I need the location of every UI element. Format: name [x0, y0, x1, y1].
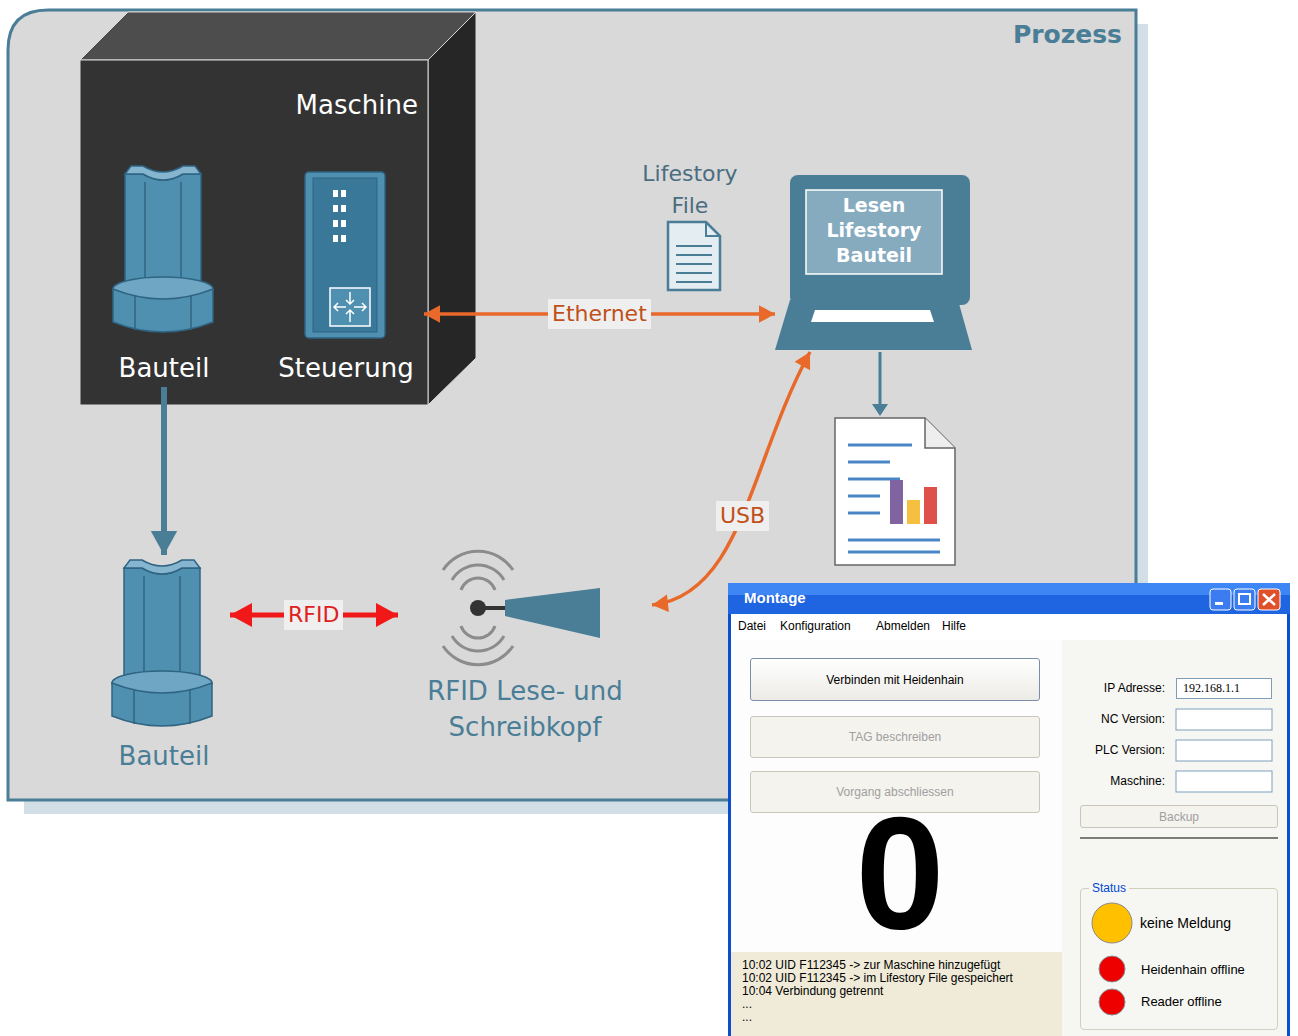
ui-text: Reader offline	[1141, 994, 1222, 1009]
node-text: Backup	[1159, 810, 1199, 824]
ui-text: ...	[742, 1011, 752, 1024]
arrowhead	[759, 305, 775, 323]
file-label: Lifestory File	[640, 158, 740, 222]
arrowhead	[151, 531, 177, 555]
ui-text: 10:02 UID F112345 -> zur Maschine hinzug…	[742, 959, 1000, 972]
node-text: Steuerung	[278, 353, 413, 383]
connector-label: Ethernet	[548, 299, 651, 329]
app-window: MontageVerbinden mit HeidenhainTAG besch…	[728, 583, 1290, 1036]
machine-box: MaschineBauteil Steuerung	[80, 60, 428, 405]
file-icon	[668, 222, 720, 290]
connector-label: USB	[716, 501, 769, 531]
node-text: Maschine	[296, 90, 418, 120]
arrowhead	[376, 603, 398, 627]
button: TAG beschreiben	[750, 716, 1040, 758]
arrowhead	[424, 305, 440, 323]
laptop-icon	[775, 175, 972, 350]
output-arrowhead	[872, 404, 888, 416]
connector	[151, 387, 177, 555]
ui-text: IP Adresse:	[1104, 681, 1165, 695]
ui-text: ...	[742, 998, 752, 1011]
part-icon	[113, 166, 213, 364]
node-text: Montage	[744, 589, 1290, 606]
laptop-node: Lesen Lifestory Bauteil	[775, 175, 973, 352]
rfid-reader-icon	[443, 551, 600, 665]
node-text: Prozess	[1013, 20, 1122, 49]
ui-text: 10:04 Verbindung getrennt	[742, 985, 883, 998]
report-icon	[835, 418, 955, 565]
node-text: Lesen Lifestory Bauteil	[808, 193, 940, 268]
ui-text: Heidenhain offline	[1141, 962, 1245, 977]
ui-text: Datei	[738, 619, 766, 633]
arrowhead	[795, 352, 810, 370]
button: Backup	[1080, 805, 1278, 828]
arrowhead	[652, 594, 669, 611]
text-input: 192.168.1.1	[1176, 678, 1272, 699]
node-text: Bauteil	[119, 353, 210, 383]
connector	[652, 352, 810, 612]
part-node: Bauteil	[98, 555, 230, 773]
node-text: TAG beschreiben	[849, 730, 942, 744]
ui-text: Konfiguration	[780, 619, 851, 633]
machine-housing	[80, 12, 476, 405]
ui-text: PLC Version:	[1095, 743, 1165, 757]
controller-node: Steuerung	[268, 170, 424, 385]
process-region	[8, 10, 1136, 800]
ui-text: 10:02 UID F112345 -> im Lifestory File g…	[742, 972, 1013, 985]
node-text: 192.168.1.1	[1183, 681, 1271, 696]
rfid-reader-node: RFID Lese- und Schreibkopf	[398, 560, 652, 745]
node-text: Bauteil	[119, 741, 210, 771]
part-icon	[112, 560, 212, 758]
connector-label: RFID	[284, 600, 343, 630]
button: Verbinden mit Heidenhain	[750, 658, 1040, 701]
part-node: Bauteil	[98, 170, 230, 385]
arrowhead	[230, 603, 252, 627]
ui-text: Hilfe	[942, 619, 966, 633]
connector-line	[161, 387, 167, 555]
ui-text: keine Meldung	[1140, 915, 1231, 931]
node-text: Status	[1089, 881, 1129, 895]
node-text: RFID Lese- und Schreibkopf	[400, 673, 650, 745]
output-arrow	[879, 352, 882, 408]
connector-line	[652, 352, 810, 605]
node-text: Verbinden mit Heidenhain	[826, 673, 963, 687]
ui-text: Maschine:	[1110, 774, 1165, 788]
controller-icon	[305, 172, 385, 338]
counter-display: 0	[750, 793, 1050, 953]
ui-text: Abmelden	[876, 619, 930, 633]
ui-text: NC Version:	[1101, 712, 1165, 726]
